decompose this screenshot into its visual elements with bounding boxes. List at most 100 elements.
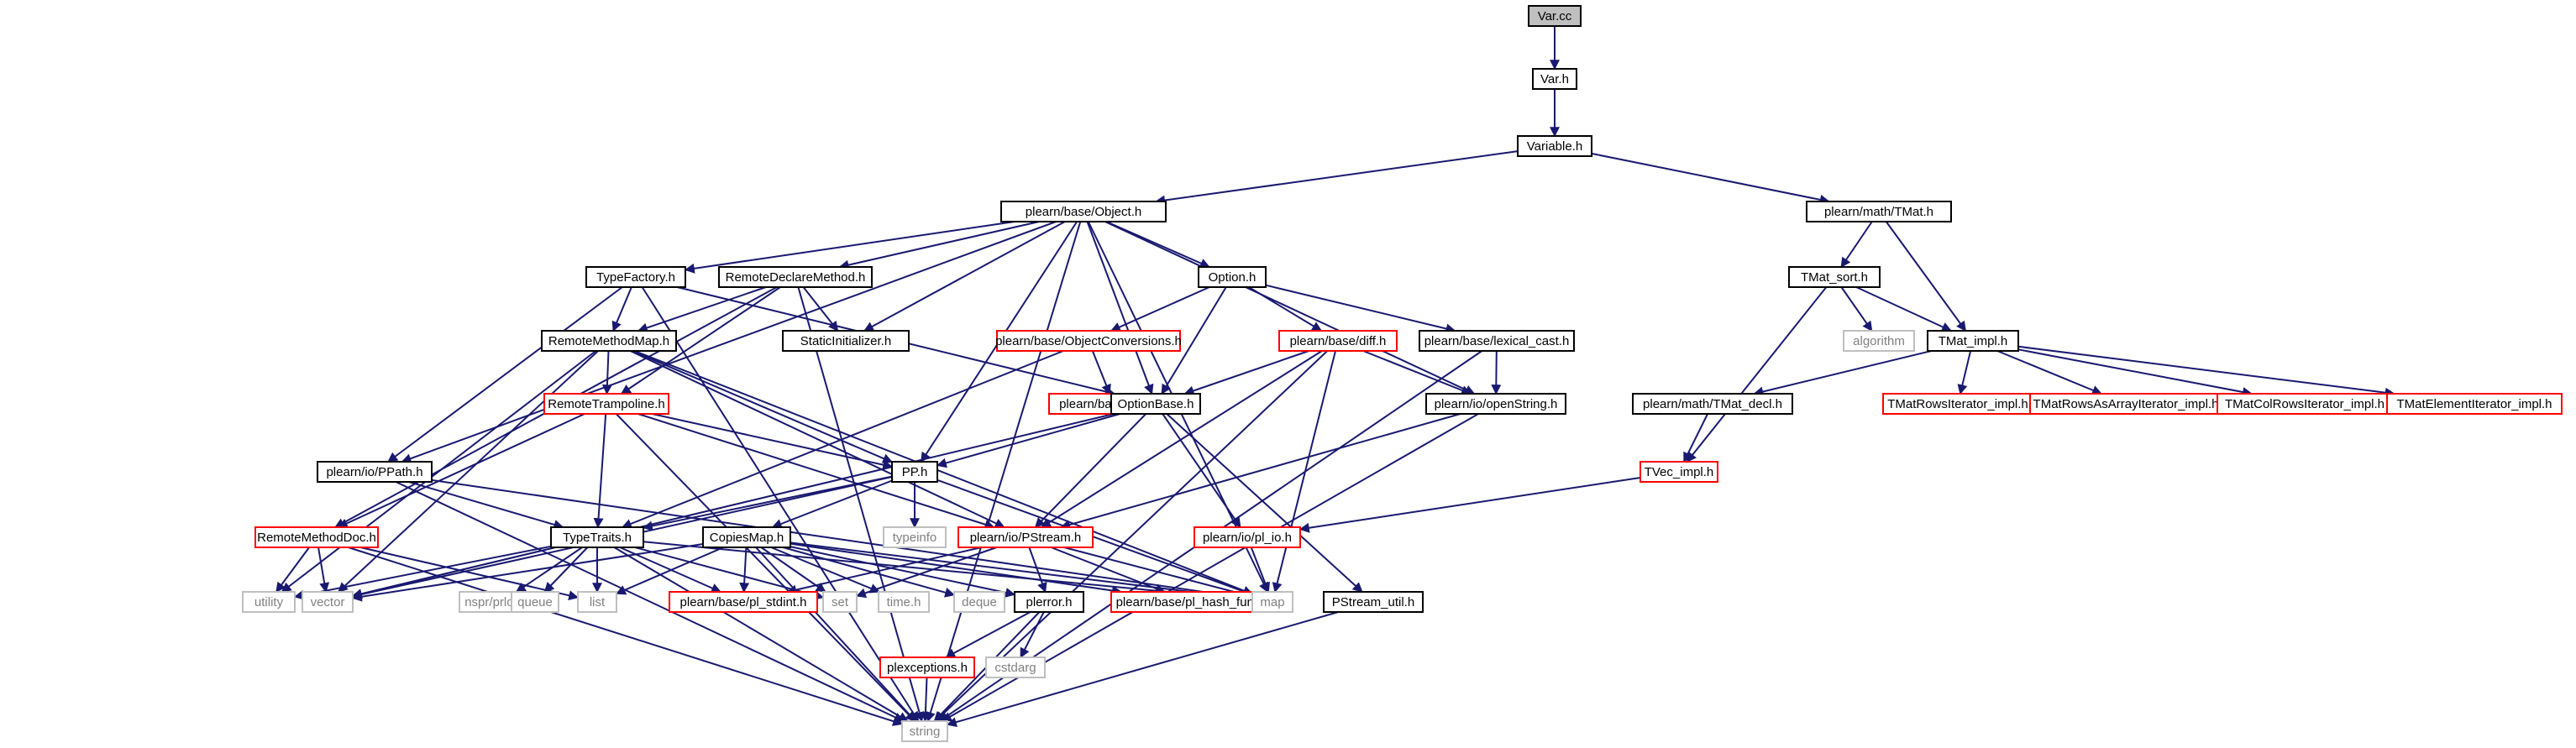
node-pstream-util-h[interactable]: PStream_util.h bbox=[1323, 591, 1424, 613]
edge-copiesmap_h-to-list bbox=[615, 547, 724, 595]
node-tmat-decl-h[interactable]: plearn/math/TMat_decl.h bbox=[1632, 393, 1793, 415]
node-label: time.h bbox=[887, 595, 921, 609]
node-pl-io-h[interactable]: plearn/io/pl_io.h bbox=[1194, 526, 1301, 548]
node-plexceptions-h[interactable]: plexceptions.h bbox=[879, 656, 975, 678]
node-box bbox=[317, 461, 433, 483]
edge-tmat_h-to-tmat_sort_h bbox=[1840, 221, 1873, 268]
node-vector[interactable]: vector bbox=[302, 591, 354, 613]
node-optionbase-h[interactable]: OptionBase.h bbox=[1110, 393, 1201, 415]
node-var-h[interactable]: Var.h bbox=[1532, 68, 1577, 90]
node-variable-h[interactable]: Variable.h bbox=[1517, 135, 1592, 157]
node-remotemethoddoc-h[interactable]: RemoteMethodDoc.h bbox=[254, 526, 379, 548]
node-box bbox=[1323, 591, 1424, 613]
edge-object_h-to-openstring_h bbox=[1104, 221, 1476, 395]
node-object-h[interactable]: plearn/base/Object.h bbox=[1000, 201, 1167, 222]
node-objectconversions-h[interactable]: plearn/base/ObjectConversions.h bbox=[995, 330, 1182, 352]
node-list[interactable]: list bbox=[577, 591, 617, 613]
node-map[interactable]: map bbox=[1251, 591, 1293, 613]
node-tmat-sort-h[interactable]: TMat_sort.h bbox=[1788, 266, 1881, 288]
node-var-cc[interactable]: Var.cc bbox=[1528, 5, 1582, 27]
node-label: RemoteMethodDoc.h bbox=[257, 531, 376, 545]
node-typefactory-h[interactable]: TypeFactory.h bbox=[585, 266, 686, 288]
edge-copiesmap_h-to-plerror_h bbox=[790, 546, 1016, 598]
node-deque[interactable]: deque bbox=[953, 591, 1005, 613]
node-tmatrowsasarray-h[interactable]: TMatRowsAsArrayIterator_impl.h bbox=[2029, 393, 2222, 415]
node-box bbox=[1194, 526, 1301, 548]
node-box bbox=[1843, 330, 1915, 352]
node-remotemethodmap-h[interactable]: RemoteMethodMap.h bbox=[541, 330, 677, 352]
node-box bbox=[702, 526, 791, 548]
edge-ppath_h-to-map bbox=[431, 479, 1254, 603]
node-label: Var.cc bbox=[1538, 9, 1572, 24]
node-label: deque bbox=[962, 595, 997, 609]
node-lexical-cast-h[interactable]: plearn/base/lexical_cast.h bbox=[1419, 330, 1575, 352]
node-pl-hash-fun-h[interactable]: plearn/base/pl_hash_fun.h bbox=[1110, 591, 1270, 613]
node-label: StaticInitializer.h bbox=[800, 334, 891, 348]
node-label: TMatRowsAsArrayIterator_impl.h bbox=[2033, 397, 2219, 411]
node-pl-stdint-h[interactable]: plearn/base/pl_stdint.h bbox=[669, 591, 818, 613]
node-box bbox=[883, 526, 947, 548]
edge-copiesmap_h-to-pl_stdint_h bbox=[739, 547, 750, 594]
node-utility[interactable]: utility bbox=[242, 591, 296, 613]
node-tmatcolrows-h[interactable]: TMatColRowsIterator_impl.h bbox=[2217, 393, 2393, 415]
node-diff-h[interactable]: plearn/base/diff.h bbox=[1278, 330, 1398, 352]
edge-openstring_h-to-pstream_h bbox=[1060, 413, 1461, 530]
node-openstring-h[interactable]: plearn/io/openString.h bbox=[1425, 393, 1566, 415]
edge-object_h-to-staticinitializer_h bbox=[863, 221, 1066, 332]
node-typeinfo[interactable]: typeinfo bbox=[883, 526, 947, 548]
node-label: Var.h bbox=[1540, 72, 1569, 86]
node-queue[interactable]: queue bbox=[511, 591, 559, 613]
edge-copiesmap_h-to-time_h bbox=[770, 547, 881, 594]
node-typetraits-h[interactable]: TypeTraits.h bbox=[550, 526, 644, 548]
edge-remotedeclaremethod_h-to-remotemethodmap_h bbox=[637, 286, 767, 333]
node-pstream-h[interactable]: plearn/io/PStream.h bbox=[957, 526, 1094, 548]
node-algorithm[interactable]: algorithm bbox=[1843, 330, 1915, 352]
edge-tvec_impl_h-to-pl_io_h bbox=[1298, 477, 1641, 533]
node-staticinitializer-h[interactable]: StaticInitializer.h bbox=[782, 330, 910, 352]
edge-object_h-to-typefactory_h bbox=[684, 221, 1015, 274]
node-box bbox=[953, 591, 1005, 613]
node-label: plearn/base/pl_stdint.h bbox=[680, 595, 807, 609]
node-cstdarg[interactable]: cstdarg bbox=[985, 656, 1046, 678]
node-label: plearn/base/pl_hash_fun.h bbox=[1116, 595, 1265, 609]
node-remotetrampoline-h[interactable]: RemoteTrampoline.h bbox=[543, 393, 669, 415]
edge-remotetrampoline_h-to-typetraits_h bbox=[593, 413, 607, 529]
edge-pstream_h-to-map bbox=[1063, 547, 1254, 599]
node-box bbox=[718, 266, 873, 288]
edge-remotemethodmap_h-to-pp_h bbox=[632, 350, 894, 463]
edge-pstream_h-to-plerror_h bbox=[1028, 547, 1047, 594]
edge-typetraits_h-to-utility bbox=[293, 545, 552, 600]
node-box bbox=[2386, 393, 2563, 415]
node-set[interactable]: set bbox=[822, 591, 858, 613]
edge-pp_h-to-copiesmap_h bbox=[771, 479, 893, 529]
edge-plexceptions_h-to-string bbox=[920, 677, 931, 723]
node-tvec-impl-h[interactable]: TVec_impl.h bbox=[1640, 461, 1718, 483]
node-ppath-h[interactable]: plearn/io/PPath.h bbox=[317, 461, 433, 483]
edge-typetraits_h-to-map bbox=[643, 541, 1254, 604]
edge-tmat_decl_h-to-tvec_impl_h bbox=[1683, 413, 1708, 463]
edge-typefactory_h-to-ppath_h bbox=[387, 286, 623, 463]
edge-remotemethodmap_h-to-utility bbox=[281, 350, 597, 593]
node-time-h[interactable]: time.h bbox=[878, 591, 930, 613]
node-pp-h[interactable]: PP.h bbox=[891, 461, 938, 483]
node-label: list bbox=[590, 595, 606, 609]
node-string[interactable]: string bbox=[901, 720, 948, 742]
node-copiesmap-h[interactable]: CopiesMap.h bbox=[702, 526, 791, 548]
edge-tmat_impl_h-to-tmat_decl_h bbox=[1753, 350, 1932, 397]
edge-tmat_impl_h-to-tmatrowsasarray_h bbox=[1996, 350, 2103, 395]
node-remotedeclaremethod-h[interactable]: RemoteDeclareMethod.h bbox=[718, 266, 873, 288]
node-tmatelement-h[interactable]: TMatElementIterator_impl.h bbox=[2386, 393, 2563, 415]
node-label: plearn/io/openString.h bbox=[1435, 397, 1558, 411]
node-tmat-impl-h[interactable]: TMat_impl.h bbox=[1927, 330, 2019, 352]
edge-optionbase_h-to-pp_h bbox=[936, 413, 1120, 468]
node-box bbox=[1425, 393, 1566, 415]
node-label: plearn/math/TMat.h bbox=[1824, 205, 1933, 219]
node-option-h[interactable]: Option.h bbox=[1198, 266, 1267, 288]
node-plerror-h[interactable]: plerror.h bbox=[1014, 591, 1084, 613]
node-tmat-h[interactable]: plearn/math/TMat.h bbox=[1806, 201, 1952, 222]
node-box bbox=[550, 526, 644, 548]
node-label: plearn/io/PPath.h bbox=[326, 465, 422, 479]
node-tmatrowsiterator-h[interactable]: TMatRowsIterator_impl.h bbox=[1882, 393, 2033, 415]
edge-pstream_h-to-pl_stdint_h bbox=[786, 547, 982, 595]
